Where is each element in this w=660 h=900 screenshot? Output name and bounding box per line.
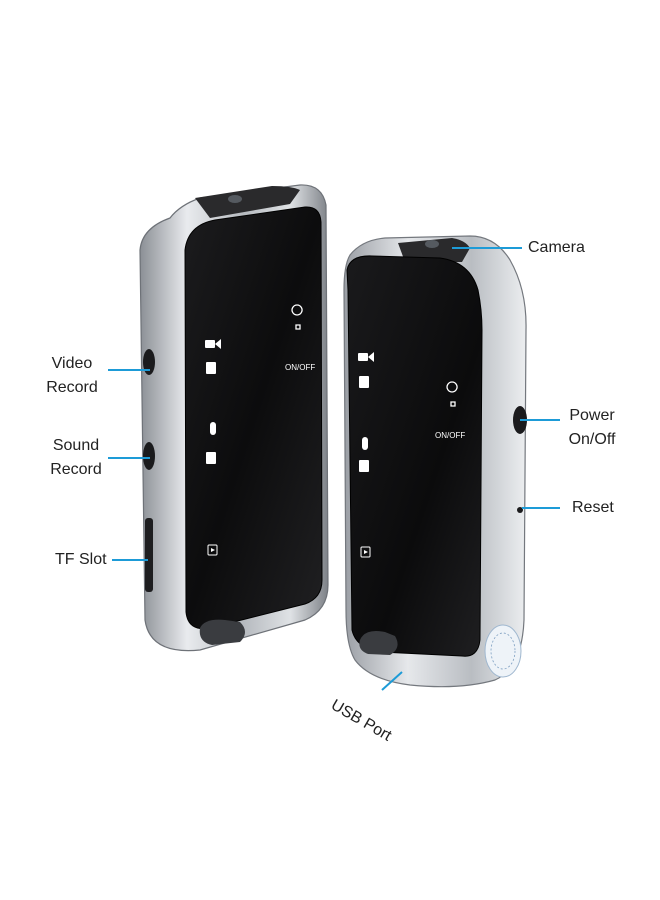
video-camera-icon-lens [368,352,374,362]
right-panel-icons [358,352,458,558]
right-on-off-label: ON/OFF [435,431,465,440]
video-camera-icon [205,340,215,348]
reset-label: Reset [572,499,614,516]
camera-label: Camera [528,239,585,256]
callout-lines [108,247,560,691]
right-camera-lens [425,240,439,248]
tf-slot-opening [145,518,153,592]
sound-record-button [143,442,155,470]
left-camera-lens [228,195,242,203]
play-icon-box [360,546,371,558]
microphone-icon [362,437,368,450]
light-bulb-icon [446,381,458,407]
microphone-icon [210,422,216,435]
right-device: ON/OFF [343,235,527,688]
power-label: Power On/Off [568,407,616,448]
memory-card-icon [206,362,216,374]
play-icon-box [207,544,218,556]
memory-card-icon-2 [359,460,369,472]
reset-hole [517,507,523,513]
left-camera-housing [195,186,300,218]
right-usb-port [359,631,398,655]
video-record-label: Video Record [46,355,98,396]
usb-port-callout-line [381,671,403,691]
sound-record-label: Sound Record [50,437,102,478]
video-camera-icon [358,353,368,361]
warranty-seal-sticker [484,624,522,678]
video-record-button [143,349,155,375]
left-front-panel [184,206,323,630]
left-usb-port [199,619,245,645]
tf-slot-label: TF Slot [55,551,107,568]
left-device: ON/OFF [139,184,329,652]
left-on-off-label: ON/OFF [285,363,315,372]
memory-card-icon-2 [206,452,216,464]
video-camera-icon-lens [215,339,221,349]
right-front-panel [346,255,483,657]
right-camera-housing [398,238,470,262]
light-bulb-icon [291,304,303,330]
play-icon [211,548,215,552]
play-icon [364,550,368,554]
memory-card-icon [359,376,369,388]
left-panel-icons [205,304,303,556]
